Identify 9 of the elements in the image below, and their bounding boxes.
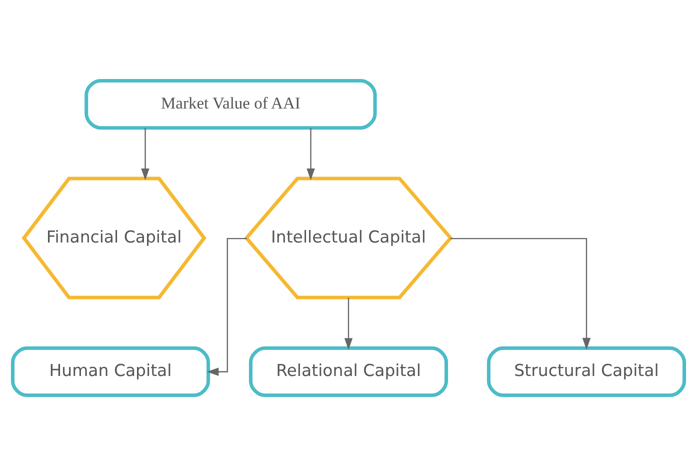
node-box: Human Capital [10,346,210,398]
arrow [206,238,247,376]
node-box: Relational Capital [248,346,448,398]
arrow [306,128,315,180]
node-box: Market Value of AAI [84,78,377,130]
arrow [344,298,353,350]
node-box: Structural Capital [486,346,686,398]
arrow [141,128,150,180]
arrow [450,238,591,350]
